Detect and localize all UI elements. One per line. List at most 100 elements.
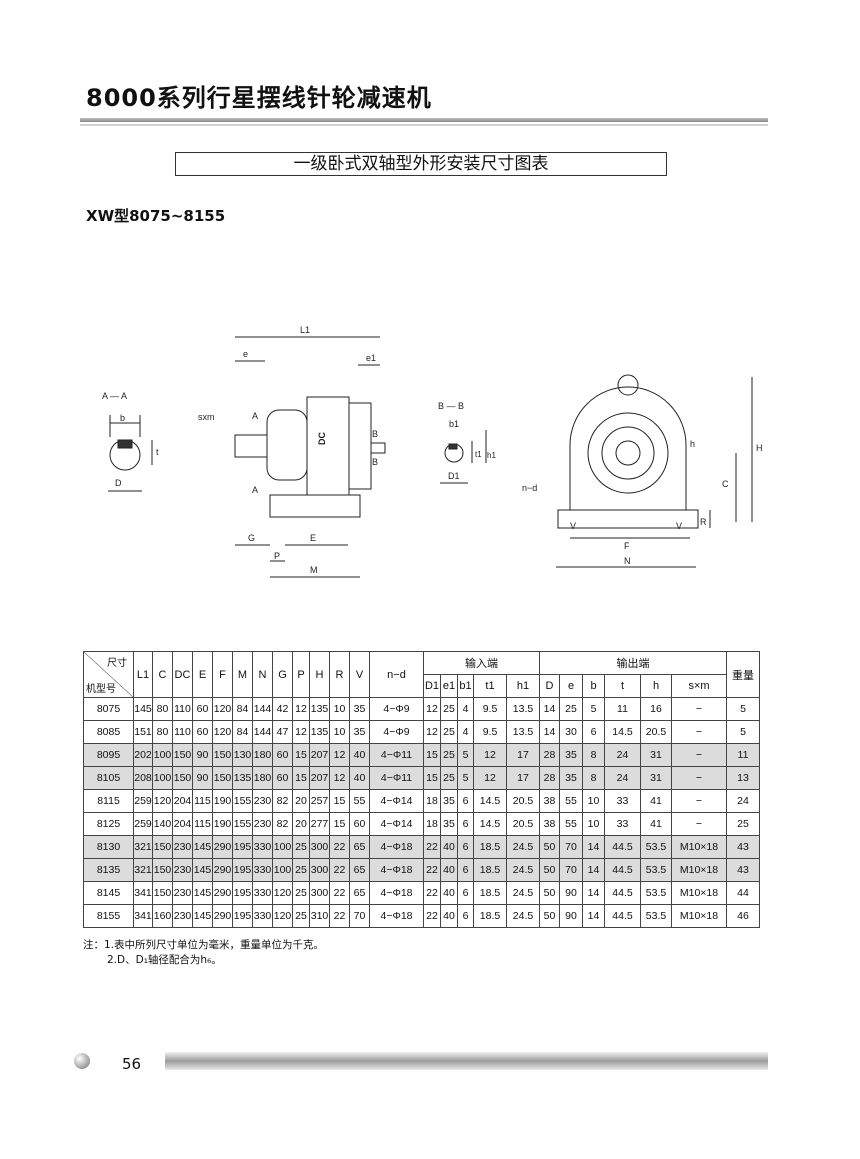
label-H: H: [756, 443, 763, 453]
table-cell: 17: [506, 766, 540, 790]
table-cell: 195: [232, 858, 253, 882]
col-header: b1: [457, 674, 474, 698]
table-cell: 40: [440, 881, 458, 905]
table-cell: 82: [272, 789, 293, 813]
table-cell: 155: [232, 789, 253, 813]
table-cell: 230: [172, 904, 193, 928]
label-e1: e1: [366, 353, 376, 363]
table-cell: 65: [349, 881, 370, 905]
table-cell: 90: [192, 766, 213, 790]
label-D1: D1: [448, 471, 460, 481]
table-cell: 17: [506, 743, 540, 767]
table-cell: 25: [726, 812, 760, 836]
table-cell: 18.5: [473, 835, 507, 859]
table-cell: 290: [212, 835, 233, 859]
table-cell: 44.5: [604, 858, 641, 882]
table-cell: 100: [152, 766, 173, 790]
table-cell: 290: [212, 881, 233, 905]
table-cell: 44.5: [604, 881, 641, 905]
col-header: F: [212, 651, 233, 698]
table-cell: 84: [232, 697, 253, 721]
page-number: 56: [122, 1055, 142, 1073]
table-cell: 155: [232, 812, 253, 836]
table-cell: 24.5: [506, 835, 540, 859]
table-cell: 35: [349, 697, 370, 721]
table-cell: 22: [329, 835, 350, 859]
table-cell: 46: [726, 904, 760, 928]
table-cell: 24: [604, 766, 641, 790]
table-cell: 53.5: [640, 858, 672, 882]
table-cell: 22: [423, 858, 441, 882]
table-cell: 18.5: [473, 858, 507, 882]
table-cell: 204: [172, 789, 193, 813]
table-cell: 9.5: [473, 720, 507, 744]
table-cell: 195: [232, 904, 253, 928]
weight-header: 重量: [726, 651, 760, 698]
label-t: t: [156, 447, 159, 457]
table-cell: 15: [292, 743, 310, 767]
table-cell: 5: [726, 720, 760, 744]
table-cell: 35: [440, 812, 458, 836]
table-cell: 100: [272, 858, 293, 882]
notes: 注：1.表中所列尺寸单位为毫米，重量单位为千克。 2.D、D₁轴径配合为h₆。: [83, 938, 324, 968]
table-cell: 14.5: [473, 812, 507, 836]
input-group-header: 输入端: [423, 651, 540, 675]
table-cell: 18.5: [473, 904, 507, 928]
table-cell: −: [671, 789, 727, 813]
col-header: h: [640, 674, 672, 698]
table-cell: 300: [309, 835, 330, 859]
table-cell: 33: [604, 789, 641, 813]
table-cell: 208: [133, 766, 153, 790]
table-cell: 120: [212, 697, 233, 721]
col-header: n−d: [369, 651, 424, 698]
dimension-table: 尺寸 机型号 L1 C DC E F M N G P H R V n−d 输入端…: [83, 651, 760, 928]
table-cell: 25: [292, 858, 310, 882]
table-cell: 190: [212, 812, 233, 836]
table-cell: 12: [423, 720, 441, 744]
label-B-bottom: B: [372, 457, 378, 467]
table-cell: 60: [349, 812, 370, 836]
table-cell: 330: [252, 835, 273, 859]
table-cell: 100: [152, 743, 173, 767]
col-header: C: [152, 651, 173, 698]
table-cell: 180: [252, 766, 273, 790]
table-cell: 145: [192, 904, 213, 928]
table-cell: 24.5: [506, 904, 540, 928]
table-cell: 60: [272, 743, 293, 767]
table-cell: −: [671, 812, 727, 836]
table-cell: 14: [582, 881, 605, 905]
label-nd: n−d: [522, 483, 537, 493]
table-cell: 277: [309, 812, 330, 836]
table-cell: 84: [232, 720, 253, 744]
table-cell: 14: [582, 835, 605, 859]
table-cell: 150: [152, 858, 173, 882]
table-cell: 15: [292, 766, 310, 790]
table-cell: 12: [292, 720, 310, 744]
table-cell: 90: [559, 881, 583, 905]
label-P: P: [274, 551, 280, 561]
table-cell: 65: [349, 858, 370, 882]
table-cell: 60: [192, 697, 213, 721]
table-cell: 12: [473, 743, 507, 767]
table-cell: 120: [272, 881, 293, 905]
table-cell: 145: [133, 697, 153, 721]
col-header: P: [292, 651, 310, 698]
header-rule-thin: [80, 124, 768, 126]
table-cell: 300: [309, 881, 330, 905]
table-cell: 25: [440, 697, 458, 721]
table-cell: 15: [329, 812, 350, 836]
table-cell: 41: [640, 812, 672, 836]
table-cell: 150: [152, 835, 173, 859]
table-cell: M10×18: [671, 904, 727, 928]
table-cell: 12: [329, 743, 350, 767]
note-line-1: 注：1.表中所列尺寸单位为毫米，重量单位为千克。: [83, 939, 325, 951]
model-cell: 8105: [83, 766, 134, 790]
table-cell: 53.5: [640, 835, 672, 859]
table-cell: 24: [726, 789, 760, 813]
table-cell: 41: [640, 789, 672, 813]
model-cell: 8115: [83, 789, 134, 813]
table-cell: 4−Φ11: [369, 766, 424, 790]
col-header: b: [582, 674, 605, 698]
